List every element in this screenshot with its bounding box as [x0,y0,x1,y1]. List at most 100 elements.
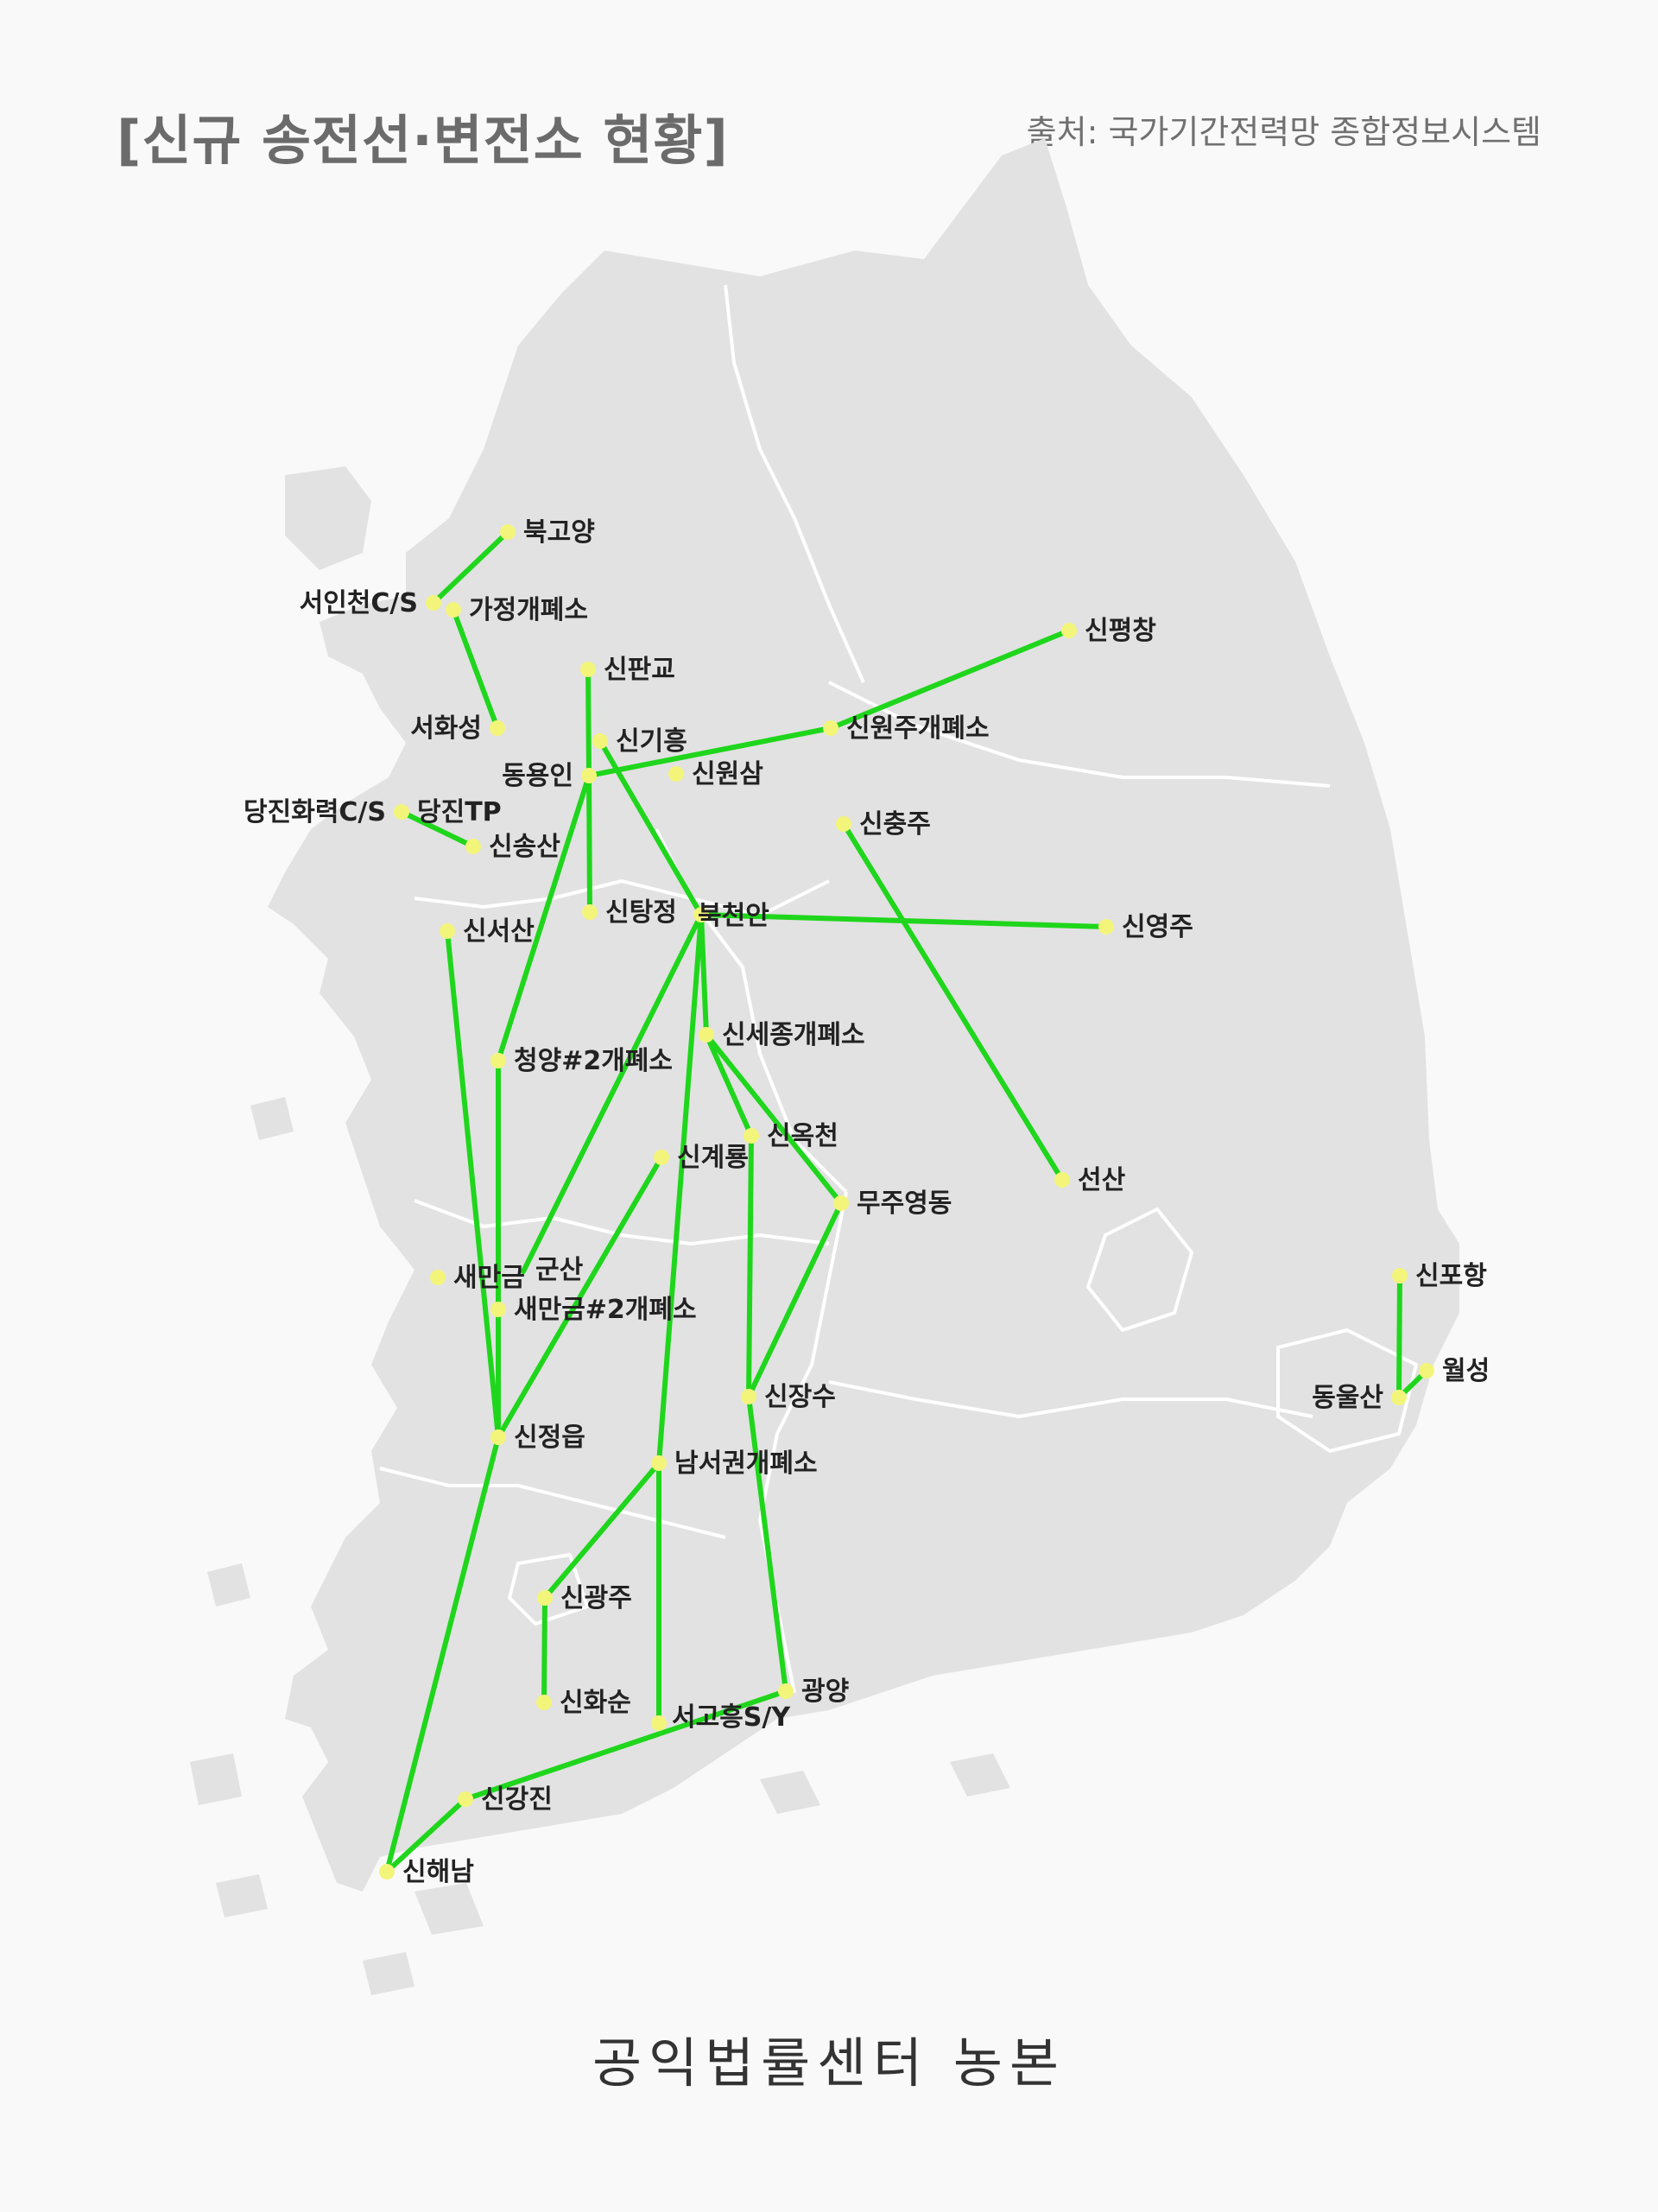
transmission-line-seoincheon-bukgoyang [431,529,510,605]
substation-dot-sinjangsu [741,1389,756,1404]
substation-dot-mujuyeongdong [833,1195,849,1211]
substation-dot-sinokcheon [744,1128,759,1144]
substation-label-seoincheon: 서인천C/S [300,588,418,618]
transmission-line-mujuyeongdong-sinjangsu [746,1201,844,1399]
substation-label-sinpyeongchang: 신평창 [1085,616,1156,646]
source-note: 출처: 국가기간전력망 종합정보시스템 [1026,113,1541,151]
substation-label-mujuyeongdong: 무주영동 [857,1188,952,1219]
substation-dot-singangjin [458,1791,473,1807]
border-chungnam-jeonbuk [414,1199,830,1245]
substation-dot-singwangju [537,1590,553,1606]
substation-label-seohwaseong: 서화성 [410,713,482,744]
substation-label-sinhwasun: 신화순 [560,1688,631,1718]
transmission-line-sinpyeongchang-sinwonju [828,628,1072,731]
transmission-line-sinjeongeup-sinhaenam [384,1435,501,1874]
substation-dot-seohwaseong [490,720,505,736]
land-layer [190,138,1459,1995]
border-jeonbuk-jeonnam [379,1467,726,1539]
transmission-line-sinseosan-sinjeongeup [445,929,501,1440]
substation-label-dongulsan: 동울산 [1312,1383,1383,1413]
transmission-line-dongyongin-sinwonju [586,726,833,778]
transmission-line-dangjinhwaryeok-sinsongsan [399,809,476,849]
substation-label-saemangeum2: 새만금#2개폐소 [514,1295,697,1325]
substation-dot-sinjeongeup [490,1429,506,1445]
substation-label-sinhaenam: 신해남 [402,1857,474,1887]
substation-dot-seonsan [1054,1172,1070,1188]
border-gyeongbuk-gyeongnam [828,1380,1313,1418]
substation-dot-bukgoyang [500,524,516,540]
substation-label-saemangeum: 새만금 [453,1263,525,1293]
transmission-lines [384,529,1429,1874]
substation-label-sinyeongju: 신영주 [1122,912,1193,942]
transmission-line-gwangyang-singangjin [463,1689,788,1802]
substation-dot-sinwonju [823,720,838,736]
transmission-line-namseogwon-singwangju [542,1461,661,1600]
substation-dot-sinpyeongchang [1061,623,1077,638]
substation-label-sinwonsam: 신원삼 [692,759,763,789]
transmission-line-sinsejong-mujuyeongdong [704,1032,844,1206]
substation-dot-sinhaenam [379,1864,395,1879]
substation-dot-gwangyang [778,1683,794,1699]
map-title: [신규 송전선·변전소 현황] [117,109,729,172]
substation-dot-wolseong [1419,1363,1434,1379]
substation-label-namseogwon: 남서권개폐소 [674,1448,818,1479]
substation-dot-saemangeum2 [490,1302,506,1317]
substation-label-singwangju: 신광주 [560,1583,632,1613]
substation-dot-sinseosan [440,923,455,939]
substation-label-singyeryong: 신계룡 [677,1143,749,1173]
substation-dot-dongyongin [581,768,597,783]
substation-dot-sinpangyo [580,662,596,677]
transmission-line-sinchungju-seonsan [841,821,1065,1182]
substation-label-sinchungju: 신충주 [859,809,931,840]
substation-dot-sintangjeong [582,904,598,920]
transmission-line-gajeong-seohwaseong [451,607,500,731]
korean-peninsula-land [268,138,1459,1892]
transmission-line-sinsejong-sinokcheon [704,1032,754,1138]
substation-label-bukcheonan: 북천안 [698,901,769,931]
substation-dot-seoincheon [426,595,441,611]
substation-dot-cheongyang [490,1053,506,1068]
substation-dot-gajeong [446,602,461,618]
substation-dot-namseogwon [651,1455,667,1471]
substation-dot-sinwonsam [668,766,684,782]
substation-dot-sinpohang [1392,1268,1408,1283]
border-gwangju [508,1553,589,1626]
substation-label-seonsan: 선산 [1078,1165,1126,1195]
substation-label-gwangyang: 광양 [801,1676,849,1707]
transmission-line-sinpohang-dongulsan [1396,1273,1402,1400]
substation-label-sinpangyo: 신판교 [604,655,675,685]
substation-label-sinpohang: 신포항 [1415,1261,1487,1291]
transmission-line-dongyongin-cheongyang [496,773,592,1063]
border-gangwon-south [828,681,1331,788]
substation-dot-sinhwasun [536,1695,552,1710]
substation-dot-sinchungju [836,816,851,832]
substation-dot-saemangeum [430,1270,446,1285]
transmission-line-singangjin-sinhaenam [384,1797,468,1874]
substation-label-gunsan: 군산 [535,1255,584,1285]
transmission-line-bukcheonan-gunsan [521,912,704,1274]
transmission-line-singyeryong-sinjeongeup [496,1155,664,1440]
substation-label-sintangjeong: 신탕정 [605,897,677,928]
substation-label-sinwonju: 신원주개폐소 [846,713,990,744]
substation-label-sinsejong: 신세종개폐소 [722,1020,865,1050]
substation-label-dangjinhwaryeok: 당진화력C/S [244,797,386,827]
transmission-line-singiheung-bukcheonan [598,738,704,917]
substation-dot-sinyeongju [1098,919,1114,935]
substation-label-sinjangsu: 신장수 [764,1382,836,1412]
substation-dot-singyeryong [654,1150,669,1165]
substation-label-sinseosan: 신서산 [463,916,535,947]
substation-label-bukgoyang: 북고양 [523,517,595,548]
transmission-line-sinokcheon-sinjangsu [746,1133,754,1399]
substation-label-singiheung: 신기흥 [616,726,687,757]
substation-dot-dangjinhwaryeok [394,804,409,820]
ganghwa-island [285,466,371,570]
substation-dot-dongulsan [1391,1390,1407,1405]
substation-label-dongyongin: 동용인 [502,761,573,791]
substation-label-gajeong: 가정개폐소 [469,595,588,625]
border-gyeonggi-gangwon [724,284,865,683]
footer-credit: 공익법률센터 농본 [592,2031,1066,2095]
substation-dot-singiheung [592,733,608,749]
border-daegu [1086,1207,1193,1332]
substation-label-sinjeongeup: 신정읍 [514,1423,585,1453]
